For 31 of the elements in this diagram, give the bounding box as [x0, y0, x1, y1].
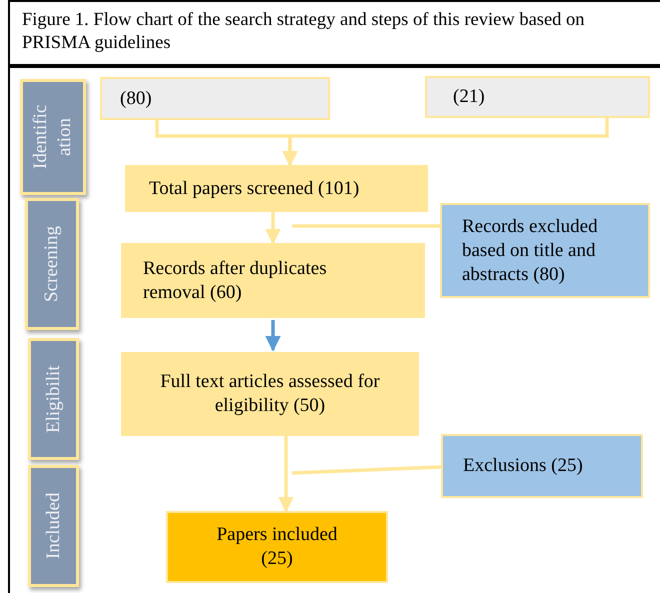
stage-label: Eligibilit [42, 364, 64, 435]
box-label: Papers included (25) [216, 523, 338, 571]
process-box [441, 434, 643, 498]
box-label: Records after duplicates removal (60) [143, 256, 328, 304]
box-label: Total papers screened (101) [149, 176, 360, 200]
process-box [166, 511, 388, 583]
stage-label: Screening [40, 225, 63, 304]
connector-line [292, 465, 442, 475]
process-box [125, 165, 428, 212]
process-box [425, 76, 650, 118]
stage-band [28, 465, 79, 587]
process-box [100, 77, 330, 120]
figure-title: Figure 1. Flow chart of the search strategy and steps of this review based on PRISMA guidelines [22, 9, 586, 55]
stage-band [28, 338, 79, 460]
box-label: (21) [453, 85, 485, 109]
box-label: Exclusions (25) [463, 454, 583, 478]
arrow [278, 436, 294, 513]
arrow [282, 118, 609, 167]
arrow [265, 212, 281, 245]
process-box [121, 352, 419, 436]
stage-band [25, 198, 79, 330]
stage-band [20, 79, 86, 195]
connector-line [292, 224, 440, 228]
arrow [265, 320, 281, 352]
box-label: Full text articles assessed for eligibility (50) [159, 370, 381, 418]
box-label: (80) [120, 86, 152, 110]
box-label: Records excluded based on title and abstracts (80) [462, 214, 599, 286]
process-box [121, 243, 425, 318]
stage-label: Included [42, 492, 64, 562]
process-box [440, 203, 650, 298]
stage-label: Identific ation [29, 104, 76, 172]
